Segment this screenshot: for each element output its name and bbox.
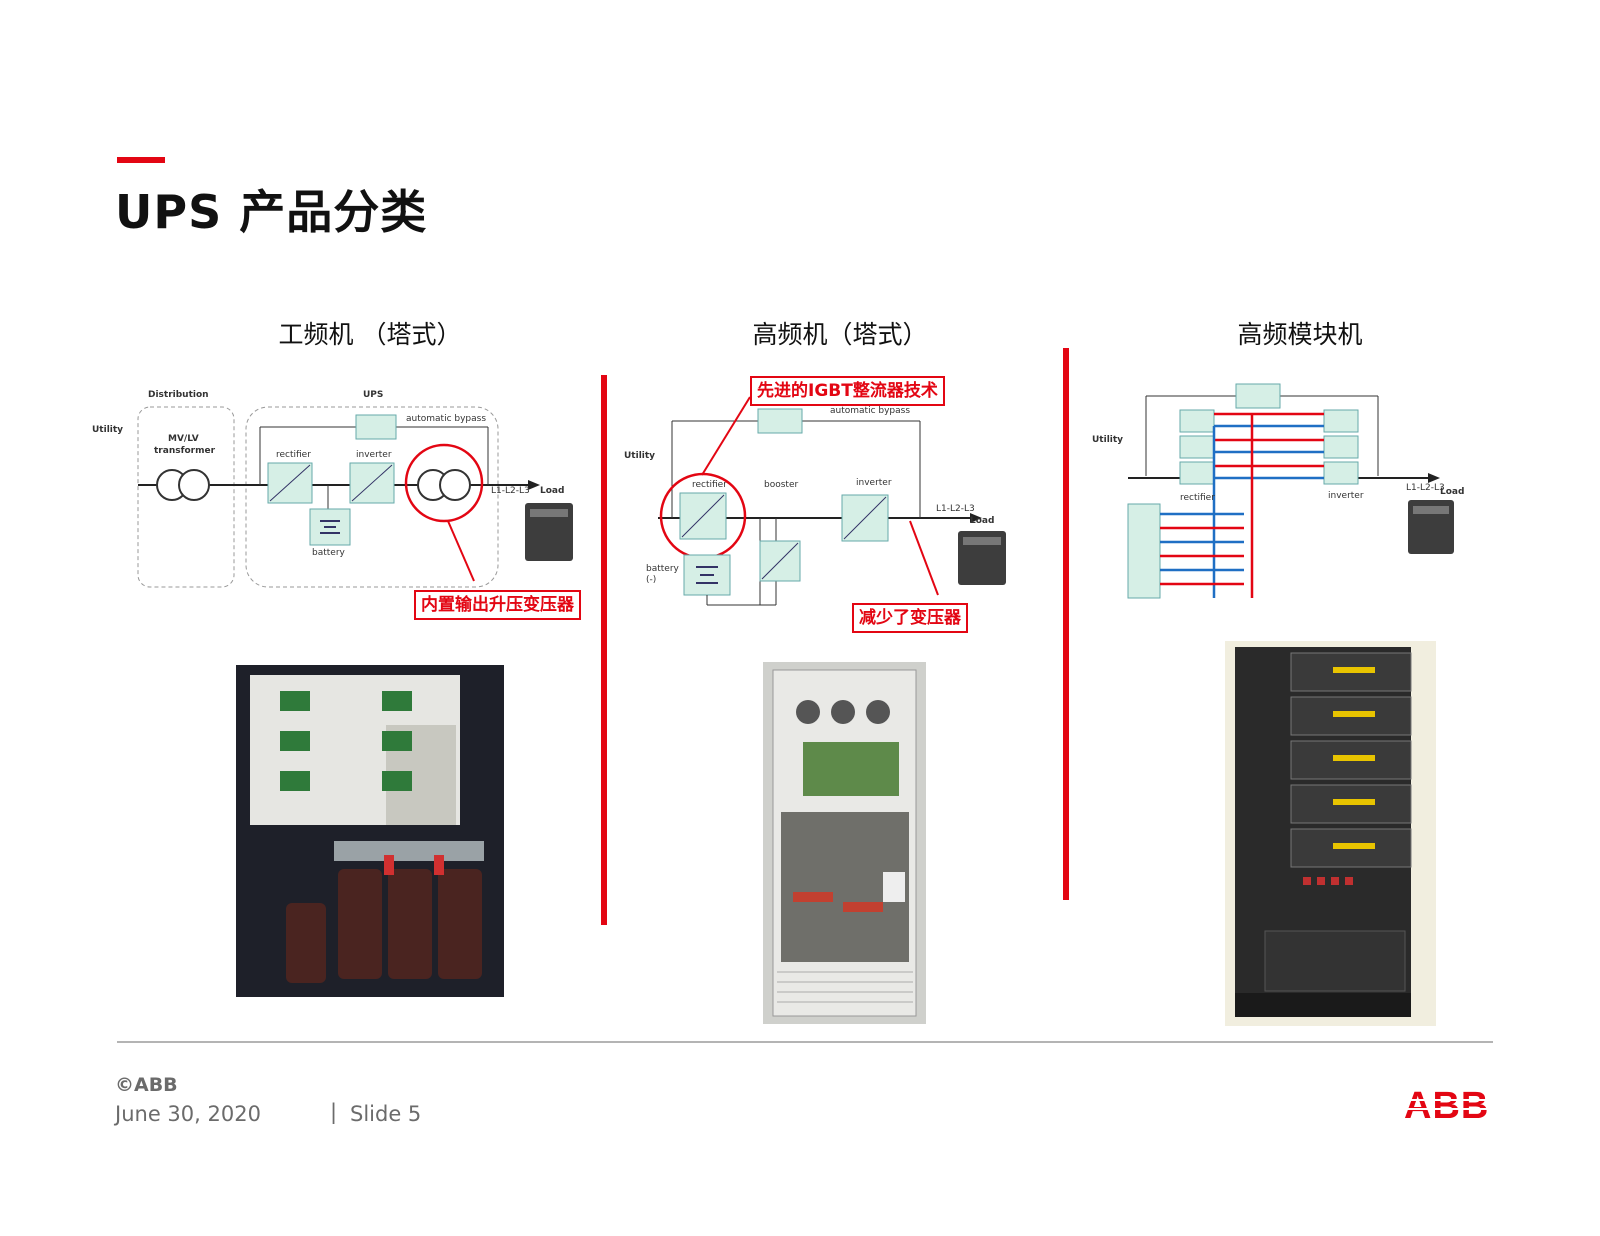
- svg-text:inverter: inverter: [1328, 491, 1364, 501]
- svg-text:MV/LV: MV/LV: [168, 434, 199, 444]
- footer-date: June 30, 2020: [115, 1102, 261, 1126]
- line-frequency-ups-diagram: Distribution UPS Utility MV/LV transform…: [92, 390, 573, 588]
- callout-output-transformer: 内置输出升压变压器: [414, 590, 581, 620]
- abb-logo: ABB: [1404, 1087, 1488, 1123]
- svg-text:automatic bypass: automatic bypass: [830, 406, 910, 416]
- ups-label: UPS: [363, 390, 383, 400]
- line-frequency-ups-photo: [236, 665, 504, 997]
- column-divider-2: [1063, 348, 1069, 900]
- modular-ups-photo: [1225, 641, 1436, 1026]
- svg-text:rectifier: rectifier: [692, 480, 727, 490]
- column-heading-modular: 高频模块机: [1237, 320, 1363, 349]
- column-heading-high-frequency: 高频机（塔式）: [752, 320, 928, 349]
- svg-text:Load: Load: [540, 486, 564, 496]
- svg-text:inverter: inverter: [356, 450, 392, 460]
- svg-text:ABB: ABB: [1404, 1087, 1488, 1123]
- svg-text:rectifier: rectifier: [1180, 493, 1215, 503]
- slide-title: UPS 产品分类: [115, 185, 428, 239]
- slide-number: Slide 5: [350, 1102, 422, 1126]
- utility-label: Utility: [92, 425, 123, 435]
- svg-text:Utility: Utility: [624, 451, 655, 461]
- svg-text:L1-L2-L3: L1-L2-L3: [936, 504, 975, 514]
- callout-igbt-rectifier: 先进的IGBT整流器技术: [750, 376, 945, 406]
- svg-text:battery: battery: [312, 548, 346, 558]
- svg-text:automatic bypass: automatic bypass: [406, 414, 486, 424]
- svg-text:L1-L2-L3: L1-L2-L3: [491, 486, 530, 496]
- title-accent-bar: [117, 157, 165, 163]
- column-heading-line-frequency: 工频机 （塔式）: [278, 320, 462, 349]
- svg-text:battery(-): battery(-): [646, 564, 680, 585]
- svg-text:Load: Load: [970, 516, 994, 526]
- high-frequency-ups-diagram: Utility automatic bypass rectifier boost…: [624, 396, 1006, 606]
- svg-text:Load: Load: [1440, 487, 1464, 497]
- footer-separator: |: [330, 1100, 338, 1124]
- svg-text:inverter: inverter: [856, 478, 892, 488]
- svg-text:rectifier: rectifier: [276, 450, 311, 460]
- column-divider-1: [601, 375, 607, 925]
- callout-reduced-transformer: 减少了变压器: [852, 603, 968, 633]
- copyright: ©ABB: [115, 1074, 178, 1096]
- svg-text:Utility: Utility: [1092, 435, 1123, 445]
- modular-ups-diagram: Utility L1-L2-L3 Load rectifier inverter: [1092, 383, 1464, 599]
- distribution-label: Distribution: [148, 390, 209, 400]
- svg-text:transformer: transformer: [154, 446, 216, 456]
- footer-divider: [117, 1041, 1493, 1043]
- svg-text:L1-L2-L3: L1-L2-L3: [1406, 483, 1445, 493]
- svg-text:booster: booster: [764, 480, 798, 490]
- high-frequency-ups-photo: [763, 662, 926, 1024]
